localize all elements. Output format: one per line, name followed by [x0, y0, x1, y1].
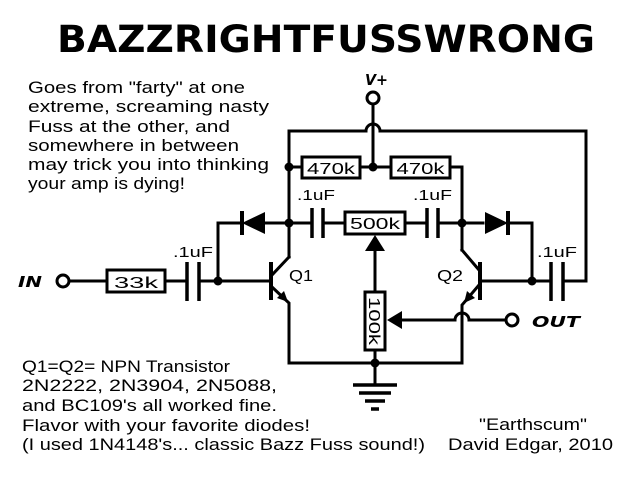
potentiometer-value: 100k [365, 297, 382, 346]
transistor-emitter [460, 282, 482, 365]
emitter-arrow-icon [277, 291, 288, 302]
diode-icon [242, 212, 265, 234]
supply-terminal-icon [365, 90, 381, 106]
supply-terminal: V+ [365, 71, 388, 169]
transistor-label: Q1 [289, 268, 313, 285]
notes-line: 2N2222, 2N3904, 2N5088, [22, 377, 277, 395]
transistor-label: Q2 [437, 268, 463, 285]
output-terminal: OUT [504, 312, 582, 331]
junction-dot [213, 276, 223, 286]
notes-line: and BC109's all worked fine. [22, 397, 277, 415]
junction-dot [370, 358, 380, 368]
capacitor-value: .1uF [173, 244, 213, 261]
description-line: extreme, screaming nasty [28, 98, 270, 116]
output-wire [399, 311, 508, 322]
potentiometer-value: 500k [350, 216, 401, 233]
resistor-bias-right: 470k [389, 155, 452, 180]
transistor-collector [269, 254, 292, 278]
emitter-arrow-icon [464, 291, 475, 303]
credit-author: David Edgar, 2010 [448, 436, 613, 454]
capacitor-input: .1uF [173, 244, 213, 301]
input-label: IN [18, 273, 43, 291]
junction-dot [457, 218, 467, 228]
notes-line: Flavor with your favorite diodes! [22, 417, 310, 435]
potentiometer-volume: 100k [363, 290, 402, 352]
description-line: may trick you into thinking [28, 156, 269, 174]
description-text: Goes from "farty" at one extreme, scream… [28, 79, 270, 193]
output-label: OUT [532, 313, 582, 331]
capacitor-value: .1uF [413, 187, 452, 204]
capacitor-feedback-left: .1uF [297, 187, 335, 238]
notes-line: Q1=Q2= NPN Transistor [22, 358, 231, 376]
wiper-arrow-icon [365, 235, 385, 251]
diode-left [240, 211, 265, 235]
junction-dot [284, 162, 294, 172]
resistor-icon [105, 268, 167, 294]
transistor-emitter [269, 284, 291, 365]
resistor-value: 470k [397, 161, 446, 178]
potentiometer-icon [363, 290, 387, 352]
resistor-icon [389, 155, 452, 180]
credit-nickname: "Earthscum" [479, 416, 587, 434]
junction-dot [527, 276, 537, 286]
diode-right [485, 211, 510, 235]
notes-line: (I used 1N4148's... classic Bazz Fuss so… [22, 436, 425, 454]
capacitor-value: .1uF [297, 187, 335, 204]
transistor-q2: Q2 [437, 247, 482, 365]
circuit: V+ 470k 470k .1uF [18, 71, 588, 411]
description-line: somewhere in between [28, 137, 239, 155]
transistor-collector [459, 247, 482, 273]
capacitor-value: .1uF [537, 244, 577, 261]
page-title: BAZZRIGHTFUSSWRONG [57, 18, 595, 61]
description-line: Fuss at the other, and [28, 118, 230, 136]
wiper-arrow-icon [387, 311, 402, 329]
output-jack-icon [504, 312, 520, 328]
ground-icon [353, 383, 397, 411]
supply-label: V+ [365, 71, 388, 89]
junction-dot [368, 162, 378, 172]
diode-icon [485, 212, 508, 234]
transistor-q1: Q1 [269, 254, 313, 365]
component-notes: Q1=Q2= NPN Transistor 2N2222, 2N3904, 2N… [22, 358, 425, 454]
resistor-bias-left: 470k [300, 155, 362, 180]
junction-dots [213, 162, 537, 368]
description-line: your amp is dying! [28, 175, 185, 193]
resistor-value: 470k [307, 161, 356, 178]
capacitor-feedback-right: .1uF [413, 187, 452, 238]
resistor-value: 33k [114, 275, 160, 292]
resistor-icon [300, 155, 362, 180]
potentiometer-blend: 500k [343, 210, 407, 294]
feedback-rail-wire [287, 122, 588, 283]
resistor-input: 33k [105, 268, 167, 294]
capacitor-output: .1uF [537, 244, 577, 301]
potentiometer-icon [343, 210, 407, 236]
credit: "Earthscum" David Edgar, 2010 [448, 416, 613, 454]
input-jack-icon [55, 273, 71, 289]
junction-dot [284, 218, 294, 228]
description-line: Goes from "farty" at one [28, 79, 245, 97]
input-terminal: IN [18, 273, 71, 291]
